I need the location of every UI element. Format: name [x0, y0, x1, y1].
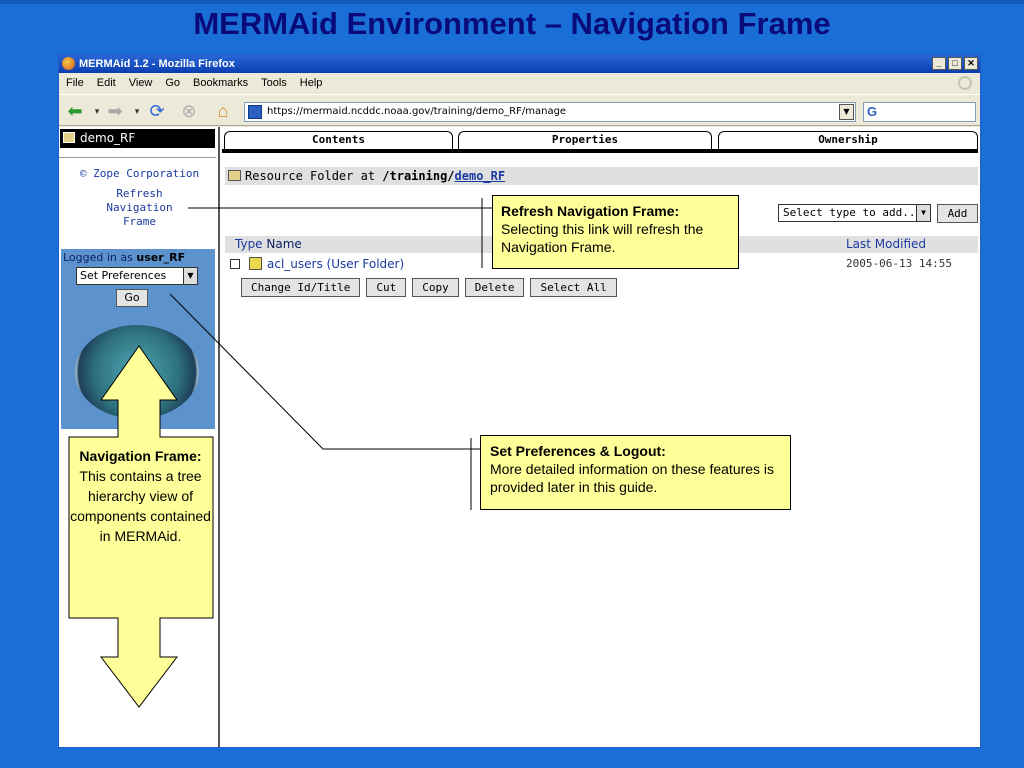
back-icon[interactable]: ⬅ — [67, 101, 83, 121]
maximize-button[interactable]: □ — [948, 57, 962, 70]
delete-button[interactable]: Delete — [464, 278, 525, 297]
table-row: acl_users (User Folder) 2005-06-13 14:55 — [225, 255, 978, 273]
menu-view[interactable]: View — [128, 77, 153, 89]
refresh-callout-title: Refresh Navigation Frame: — [501, 203, 680, 219]
url-text: https://mermaid.ncddc.noaa.gov/training/… — [267, 106, 567, 117]
url-bar[interactable]: https://mermaid.ncddc.noaa.gov/training/… — [244, 102, 856, 122]
folder-prefix: Resource Folder at — [245, 169, 376, 183]
menu-bookmarks[interactable]: Bookmarks — [193, 77, 249, 89]
forward-icon[interactable]: ➡ — [107, 101, 123, 121]
close-button[interactable]: ✕ — [964, 57, 978, 70]
navigation-frame-callout: Navigation Frame: This contains a tree h… — [69, 438, 212, 618]
folder-breadcrumb: Resource Folder at /training/demo_RF — [225, 167, 978, 185]
menu-tools[interactable]: Tools — [261, 77, 287, 89]
slide-top-border — [0, 0, 1024, 4]
add-type-select[interactable]: Select type to add... ▼ — [778, 204, 931, 222]
refresh-link-line3: Frame — [122, 215, 157, 228]
menu-go[interactable]: Go — [165, 77, 181, 89]
tab-bar: Contents Properties Ownership — [222, 131, 978, 149]
logged-in-label: Logged in as user_RF — [63, 251, 185, 264]
action-buttons: Change Id/Title Cut Copy Delete Select A… — [241, 278, 617, 297]
chevron-down-icon[interactable]: ▼ — [916, 205, 930, 221]
logged-in-prefix: Logged in as — [63, 251, 133, 264]
add-select-value: Select type to add... — [783, 206, 923, 219]
column-type-name[interactable]: Type Name — [235, 236, 302, 253]
preferences-callout: Set Preferences & Logout: More detailed … — [480, 435, 791, 510]
add-button[interactable]: Add — [937, 204, 978, 223]
tab-properties[interactable]: Properties — [458, 131, 712, 149]
cut-button[interactable]: Cut — [366, 278, 407, 297]
preferences-select[interactable]: Set Preferences ▼ — [76, 267, 198, 285]
folder-path: /training/ — [382, 169, 455, 183]
window-titlebar: MERMAid 1.2 - Mozilla Firefox _ □ ✕ — [59, 55, 980, 73]
row-modified: 2005-06-13 14:55 — [846, 257, 952, 270]
back-dropdown-icon[interactable]: ▾ — [94, 106, 100, 116]
slide-title: MERMAid Environment – Navigation Frame — [193, 6, 831, 41]
throbber-icon — [958, 76, 972, 90]
nav-frame-header[interactable]: demo_RF — [60, 129, 215, 148]
nav-frame-title: demo_RF — [80, 131, 136, 145]
divider — [59, 157, 216, 158]
folder-link[interactable]: demo_RF — [454, 169, 506, 183]
chevron-down-icon[interactable]: ▼ — [183, 268, 197, 284]
forward-dropdown-icon[interactable]: ▾ — [134, 106, 140, 116]
tab-bar-line — [222, 149, 978, 153]
refresh-navigation-frame-link[interactable]: Refresh Navigation Frame — [59, 187, 220, 229]
column-type[interactable]: Type — [235, 237, 263, 251]
folder-icon — [63, 132, 75, 143]
go-button[interactable]: Go — [116, 289, 148, 307]
home-icon[interactable]: ⌂ — [217, 101, 229, 121]
change-id-title-button[interactable]: Change Id/Title — [241, 278, 361, 297]
refresh-callout-body: Selecting this link will refresh the Nav… — [501, 221, 704, 255]
zope-copyright-link[interactable]: © Zope Corporation — [79, 167, 200, 180]
search-box[interactable]: G — [863, 102, 976, 122]
firefox-icon — [62, 57, 75, 70]
refresh-callout: Refresh Navigation Frame: Selecting this… — [492, 195, 739, 269]
stop-icon[interactable]: ⊗ — [181, 101, 197, 121]
menu-bar: File Edit View Go Bookmarks Tools Help — [59, 74, 980, 93]
url-dropdown-icon[interactable]: ▼ — [839, 104, 854, 120]
folder-icon — [228, 170, 241, 181]
logged-in-user: user_RF — [136, 251, 186, 264]
pref-callout-body: More detailed information on these featu… — [490, 461, 775, 495]
double-arrow-shape — [68, 345, 214, 708]
user-folder-icon — [249, 257, 262, 270]
minimize-button[interactable]: _ — [932, 57, 946, 70]
pref-callout-title: Set Preferences & Logout: — [490, 443, 666, 459]
site-icon — [248, 105, 262, 119]
nav-callout-body: This contains a tree hierarchy view of c… — [70, 468, 211, 544]
preferences-selected: Set Preferences — [80, 269, 167, 282]
menu-help[interactable]: Help — [299, 77, 323, 89]
tab-contents[interactable]: Contents — [224, 131, 453, 149]
tab-ownership[interactable]: Ownership — [718, 131, 978, 149]
column-name[interactable]: Name — [266, 237, 302, 251]
refresh-link-line2: Navigation — [106, 201, 173, 214]
refresh-link-line1: Refresh — [116, 187, 163, 200]
select-all-button[interactable]: Select All — [530, 278, 617, 297]
window-title: MERMAid 1.2 - Mozilla Firefox — [79, 58, 235, 70]
reload-icon[interactable]: ⟳ — [149, 101, 165, 121]
row-checkbox[interactable] — [230, 259, 240, 269]
nav-callout-title: Navigation Frame: — [79, 448, 202, 464]
menu-edit[interactable]: Edit — [96, 77, 116, 89]
navigation-toolbar: ⬅ ▾ ➡ ▾ ⟳ ⊗ ⌂ https://mermaid.ncddc.noaa… — [59, 94, 980, 126]
google-search-icon[interactable]: G — [867, 104, 878, 119]
column-last-modified[interactable]: Last Modified — [846, 237, 927, 251]
menu-file[interactable]: File — [66, 77, 84, 89]
copy-button[interactable]: Copy — [412, 278, 459, 297]
row-name-link[interactable]: acl_users (User Folder) — [267, 257, 405, 271]
